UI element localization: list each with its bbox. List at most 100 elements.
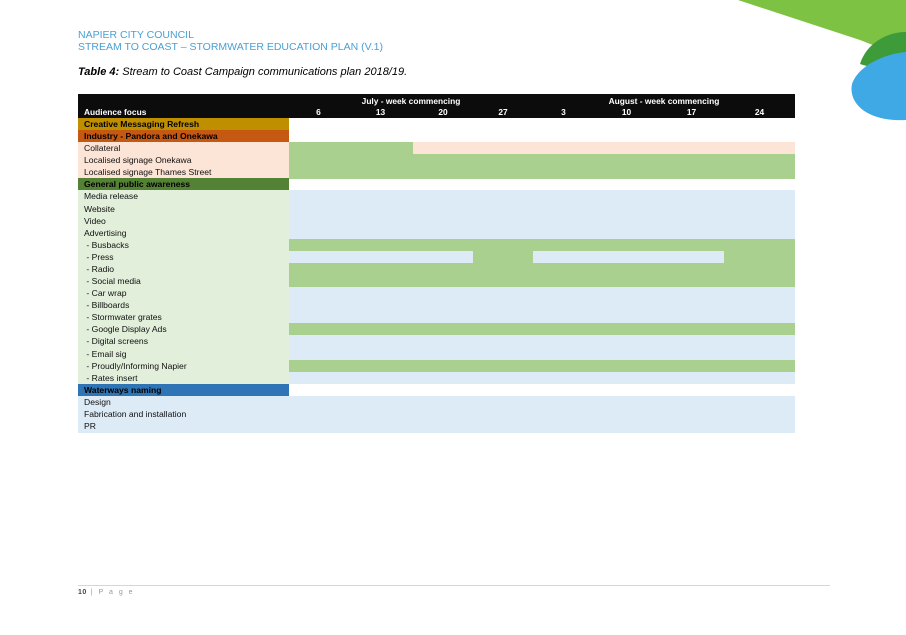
schedule-cell xyxy=(594,420,659,433)
activity-label: - Car wrap xyxy=(78,287,289,300)
schedule-cell xyxy=(473,262,533,276)
schedule-cell xyxy=(724,190,795,204)
activity-label: Video xyxy=(78,214,289,228)
schedule-cell xyxy=(348,395,413,409)
schedule-cell xyxy=(348,262,413,276)
schedule-cell xyxy=(413,250,473,264)
schedule-cell xyxy=(724,287,795,300)
schedule-cell xyxy=(473,311,533,324)
schedule-cell xyxy=(594,166,659,179)
schedule-cell xyxy=(724,395,795,409)
schedule-cell xyxy=(594,359,659,373)
schedule-cell xyxy=(533,166,594,179)
schedule-cell xyxy=(413,347,473,361)
schedule-cell xyxy=(659,347,724,361)
page-number: 10 xyxy=(78,589,87,596)
activity-label: - Rates insert xyxy=(78,371,289,385)
schedule-cell xyxy=(413,154,473,167)
schedule-cell xyxy=(659,323,724,336)
week-header: 13 xyxy=(375,107,386,117)
week-header: 10 xyxy=(621,107,632,117)
schedule-cell xyxy=(289,262,348,276)
schedule-cell xyxy=(724,359,795,373)
schedule-cell xyxy=(659,262,724,276)
schedule-cell xyxy=(724,371,795,385)
activity-label: - Stormwater grates xyxy=(78,311,289,324)
schedule-cell xyxy=(659,395,724,409)
schedule-cell xyxy=(473,323,533,336)
schedule-cell xyxy=(348,226,413,240)
activity-label: - Email sig xyxy=(78,347,289,361)
schedule-cell xyxy=(289,323,348,336)
schedule-cell xyxy=(659,335,724,349)
schedule-cell xyxy=(413,395,473,409)
schedule-cell xyxy=(348,238,413,252)
schedule-cell xyxy=(473,166,533,179)
schedule-cell xyxy=(348,142,413,155)
schedule-cell xyxy=(533,299,594,312)
schedule-cell xyxy=(594,335,659,349)
schedule-cell xyxy=(413,299,473,312)
schedule-cell xyxy=(594,214,659,228)
schedule-cell xyxy=(473,250,533,264)
schedule-cell xyxy=(348,323,413,336)
schedule-cell xyxy=(659,359,724,373)
schedule-cell xyxy=(413,371,473,385)
audience-focus-header: Audience focus xyxy=(84,107,147,117)
schedule-cell xyxy=(594,371,659,385)
schedule-cell xyxy=(289,214,348,228)
schedule-cell xyxy=(473,347,533,361)
schedule-cell xyxy=(724,262,795,276)
schedule-cell xyxy=(724,226,795,240)
section-header: Creative Messaging Refresh xyxy=(78,118,289,131)
activity-label: - Radio xyxy=(78,262,289,276)
activity-label: - Google Display Ads xyxy=(78,323,289,336)
schedule-cell xyxy=(659,299,724,312)
schedule-cell xyxy=(659,238,724,252)
schedule-cell xyxy=(348,166,413,179)
schedule-cell xyxy=(533,275,594,288)
section-header: General public awareness xyxy=(78,178,289,191)
schedule-cell xyxy=(289,287,348,300)
activity-label: - Digital screens xyxy=(78,335,289,349)
schedule-cell xyxy=(473,420,533,433)
schedule-cell xyxy=(533,323,594,336)
month-header-august: August - week commencing xyxy=(608,96,720,106)
schedule-cell xyxy=(473,142,533,155)
schedule-cell xyxy=(594,311,659,324)
schedule-cell xyxy=(724,275,795,288)
schedule-cell xyxy=(533,142,594,155)
schedule-cell xyxy=(659,226,724,240)
schedule-cell xyxy=(473,359,533,373)
week-header: 6 xyxy=(316,107,321,117)
week-header: 3 xyxy=(561,107,566,117)
communications-plan-table: July - week commencing August - week comm… xyxy=(78,94,795,437)
activity-label: PR xyxy=(78,420,289,433)
schedule-cell xyxy=(533,214,594,228)
schedule-cell xyxy=(659,275,724,288)
schedule-cell xyxy=(659,287,724,300)
schedule-cell xyxy=(533,287,594,300)
schedule-cell xyxy=(724,407,795,421)
schedule-cell xyxy=(659,154,724,167)
schedule-cell xyxy=(473,371,533,385)
page-footer: 10 | P a g e xyxy=(78,589,135,596)
activity-label: Localised signage Thames Street xyxy=(78,166,289,179)
schedule-cell xyxy=(348,371,413,385)
schedule-cell xyxy=(594,407,659,421)
schedule-cell xyxy=(413,166,473,179)
schedule-cell xyxy=(659,311,724,324)
schedule-cell xyxy=(594,190,659,204)
schedule-cell xyxy=(413,214,473,228)
schedule-cell xyxy=(724,347,795,361)
activity-label: Design xyxy=(78,395,289,409)
schedule-cell xyxy=(724,166,795,179)
month-header-july: July - week commencing xyxy=(361,96,461,106)
caption-text: Stream to Coast Campaign communications … xyxy=(119,66,408,78)
schedule-cell xyxy=(724,238,795,252)
schedule-cell xyxy=(289,420,348,433)
schedule-cell xyxy=(533,347,594,361)
schedule-cell xyxy=(289,359,348,373)
schedule-cell xyxy=(533,262,594,276)
schedule-cell xyxy=(659,142,724,155)
